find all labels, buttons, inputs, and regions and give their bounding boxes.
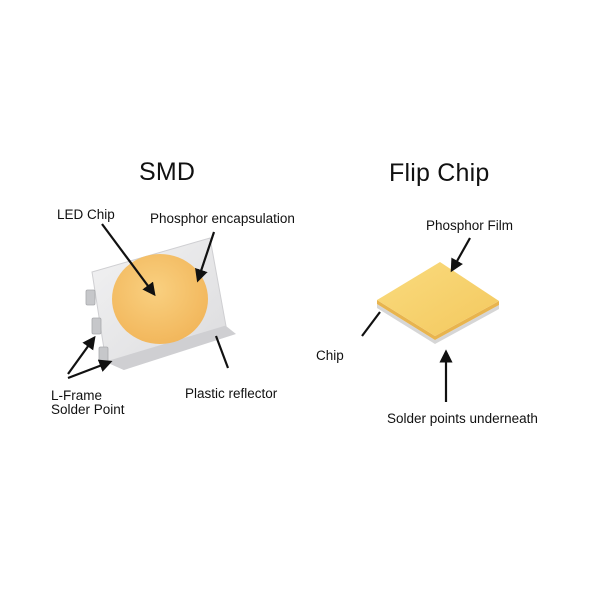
pointer-chip: [361, 311, 381, 337]
flip-chip-title: Flip Chip: [389, 159, 490, 187]
label-chip: Chip: [316, 348, 344, 363]
flip-chip-package: [377, 262, 499, 344]
smd-lead-1: [85, 289, 96, 306]
label-lframe: L-Frame: [51, 388, 103, 403]
label-solder-point: Solder Point: [51, 402, 125, 417]
arrow-lframe-upper: [67, 335, 96, 375]
smd-phosphor-encapsulation: [112, 254, 208, 344]
smd-title: SMD: [139, 158, 196, 186]
arrow-phosphor-encapsulation: [195, 231, 216, 283]
smd-front-face: [106, 326, 236, 370]
label-led-chip: LED Chip: [57, 207, 115, 222]
label-plastic-reflector: Plastic reflector: [185, 386, 278, 401]
smd-lead-2: [91, 317, 102, 335]
pointer-plastic-reflector: [214, 335, 230, 369]
flip-chip-arrows: [361, 237, 471, 402]
arrow-phosphor-film: [450, 237, 471, 273]
smd-arrows: [67, 223, 230, 380]
arrow-lframe-lower: [67, 359, 113, 380]
smd-package: [85, 237, 236, 370]
arrow-led-chip: [101, 223, 156, 297]
flip-chip-phosphor-film: [377, 262, 499, 336]
smd-lead-3: [98, 346, 109, 364]
label-phosphor-encapsulation: Phosphor encapsulation: [150, 211, 295, 226]
label-phosphor-film: Phosphor Film: [426, 218, 514, 233]
label-solder-points-underneath: Solder points underneath: [387, 411, 538, 426]
